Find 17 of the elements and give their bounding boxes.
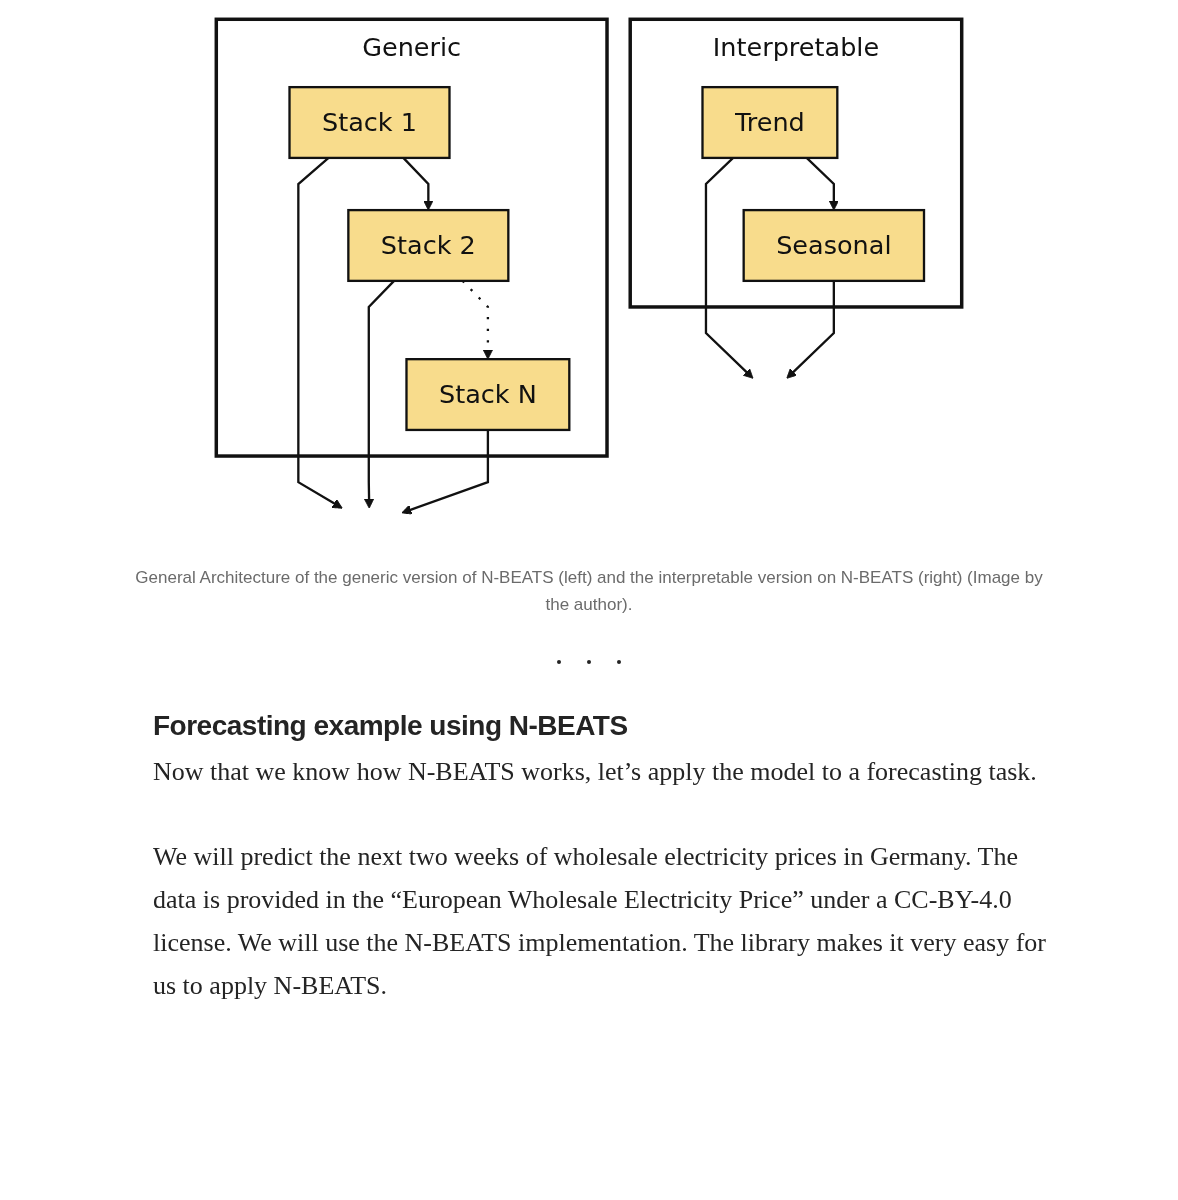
arrow <box>786 280 835 379</box>
arrow <box>297 157 343 509</box>
node-box: Seasonal <box>742 208 926 283</box>
figure-caption: General Architecture of the generic version of N-BEATS (left) and the interpretable version on N-BEATS (right) (Image by the author). <box>134 567 1044 616</box>
paragraph: We will predict the next two weeks of wholesale electricity prices in Germany. The data is provided in the “European Wholesale Electricity Price” under a CC-BY-4.0 license. We will use the N-BEATS implementation. The library makes it very easy for us to apply N-BEATS. <box>153 841 1047 1002</box>
section-heading: Forecasting example using N-BEATS <box>153 709 629 743</box>
paragraph: Now that we know how N-BEATS works, let’s apply the model to a forecasting task. <box>153 756 1038 788</box>
arrow <box>805 157 839 211</box>
arrow <box>461 280 493 360</box>
arrow <box>402 157 434 211</box>
node-box: Trend <box>701 86 839 160</box>
node-box: Stack 2 <box>347 208 510 283</box>
arrow <box>363 280 395 509</box>
node-box: Stack 1 <box>288 86 451 160</box>
node-box: Stack N <box>405 358 571 432</box>
arrow <box>704 157 754 379</box>
arrow <box>401 429 490 515</box>
